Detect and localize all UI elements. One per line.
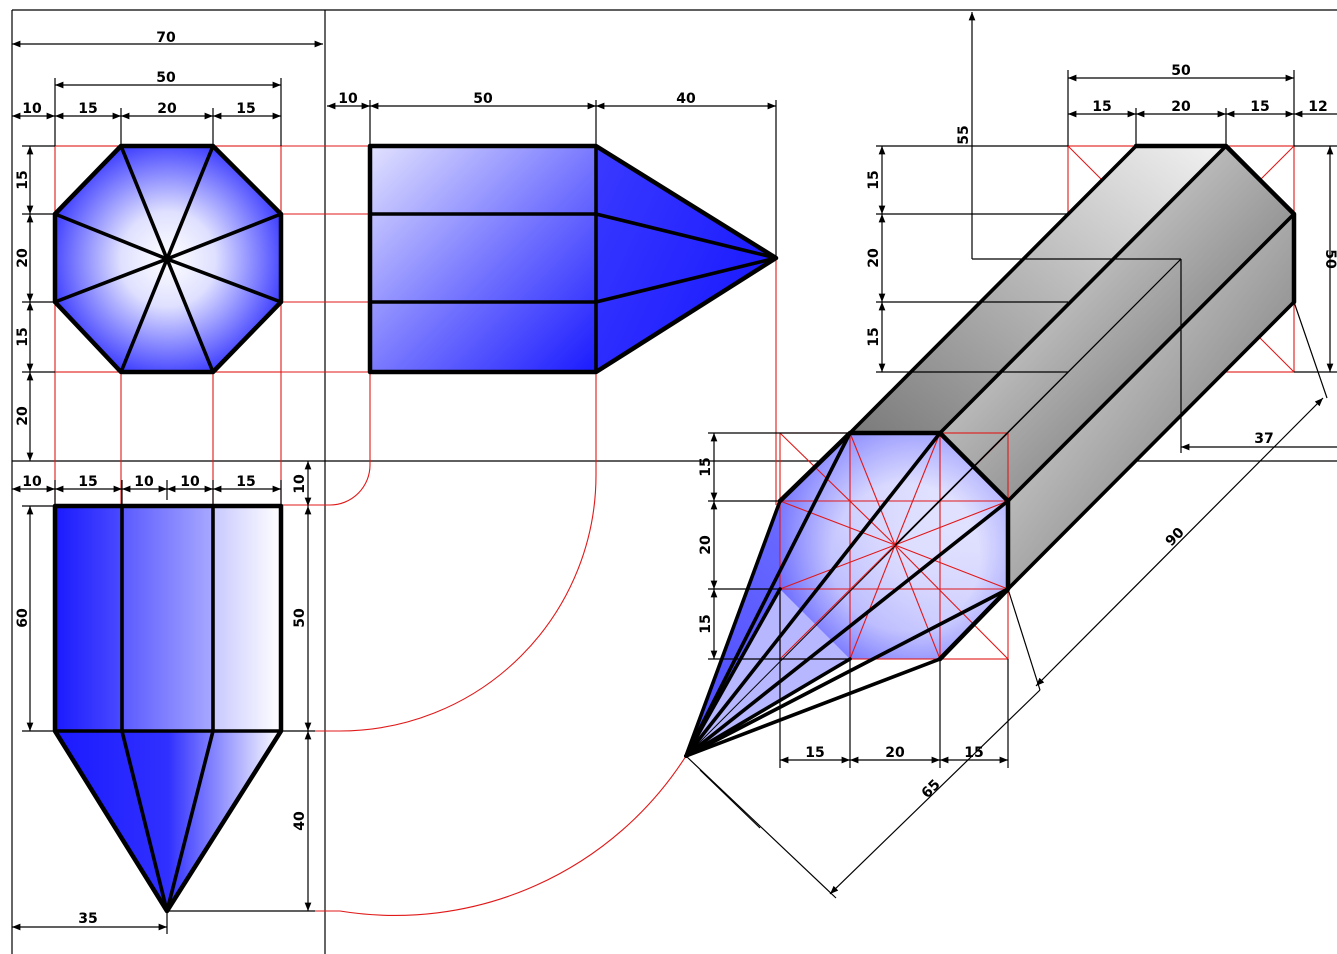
top-view-prism — [52, 503, 284, 914]
dim-front-10: 10 — [22, 101, 42, 117]
dim-front-left-15a: 15 — [15, 170, 31, 189]
dim-front-left-15b: 15 — [15, 327, 31, 346]
dim-iso-15a: 15 — [1092, 99, 1111, 115]
side-view-prism — [367, 143, 779, 375]
dim-iso-55: 55 — [956, 125, 972, 144]
dimension-labels: 70 50 10 15 20 15 15 20 15 20 10 50 40 1… — [15, 30, 1337, 927]
dim-front-70: 70 — [156, 30, 176, 46]
dim-iso-bottom-15b: 15 — [964, 745, 983, 761]
dim-front-15a: 15 — [78, 101, 97, 117]
front-view-octagon — [52, 143, 284, 375]
dim-iso-65: 65 — [919, 777, 944, 802]
dim-top-10b: 10 — [134, 474, 154, 490]
dim-iso-15b: 15 — [1250, 99, 1269, 115]
dim-top-15a: 15 — [78, 474, 97, 490]
dim-iso-left-15b: 15 — [866, 327, 882, 346]
dim-top-50: 50 — [292, 608, 308, 628]
dim-iso-front-20: 20 — [698, 535, 714, 555]
dim-top-10v: 10 — [292, 474, 308, 494]
dim-side-10: 10 — [338, 91, 358, 107]
dim-iso-bottom-20: 20 — [885, 745, 905, 761]
isometric-view — [684, 143, 1297, 758]
dim-iso-12: 12 — [1308, 99, 1327, 115]
dim-top-40: 40 — [292, 811, 308, 831]
dim-side-40: 40 — [676, 91, 696, 107]
dim-front-left-20: 20 — [15, 248, 31, 268]
dim-iso-left-15a: 15 — [866, 170, 882, 189]
dim-side-50: 50 — [473, 91, 493, 107]
dim-front-20: 20 — [157, 101, 177, 117]
dim-iso-90: 90 — [1163, 524, 1188, 549]
dim-top-15b: 15 — [236, 474, 255, 490]
dim-iso-50: 50 — [1171, 63, 1191, 79]
dim-iso-left-20: 20 — [866, 248, 882, 268]
dim-front-15b: 15 — [236, 101, 255, 117]
dimension-lines — [11, 11, 1337, 934]
dim-top-10a: 10 — [22, 474, 42, 490]
dim-iso-right-50: 50 — [1322, 249, 1337, 269]
dim-iso-bottom-15a: 15 — [805, 745, 824, 761]
dim-top-60: 60 — [15, 608, 31, 628]
dim-top-35: 35 — [78, 911, 97, 927]
dim-front-50: 50 — [156, 70, 176, 86]
dim-iso-front-15b: 15 — [698, 614, 714, 633]
dim-iso-20: 20 — [1171, 99, 1191, 115]
dim-iso-37: 37 — [1254, 431, 1273, 447]
dim-front-left-20gap: 20 — [15, 406, 31, 426]
dim-top-10c: 10 — [180, 474, 200, 490]
dim-iso-front-15a: 15 — [698, 457, 714, 476]
